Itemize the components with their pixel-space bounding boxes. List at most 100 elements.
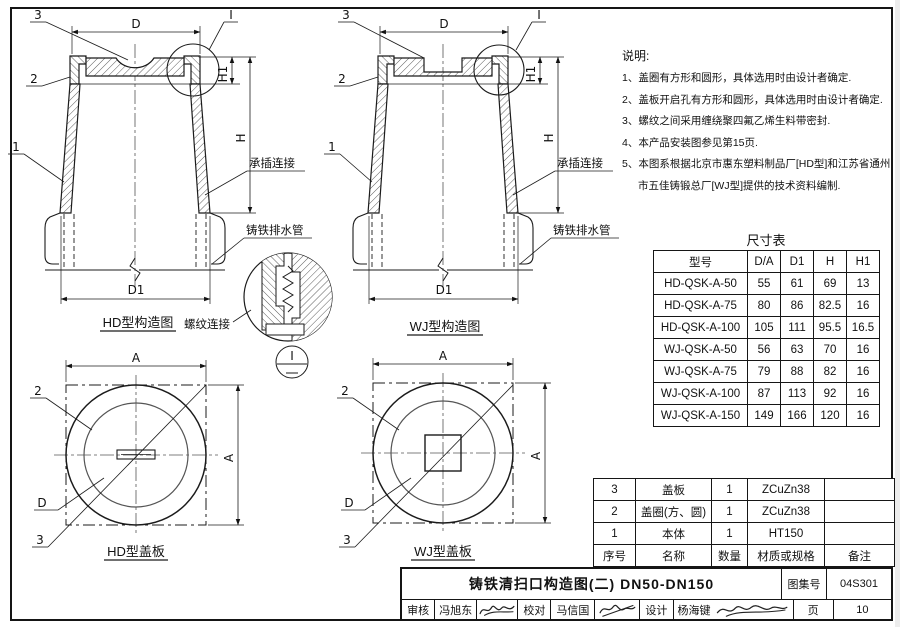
wj-part-label-2: 2 (338, 72, 346, 86)
hd-cover-plan: A A 2 D 3 HD型盖板 (30, 351, 244, 561)
table-cell: 盖板 (635, 478, 712, 501)
table-cell: 1 (711, 500, 748, 523)
wj-dim-label-h1: H1 (524, 66, 538, 83)
table-cell: 55 (747, 272, 781, 295)
table-cell: 2 (593, 500, 636, 523)
wj-section-drawing: D H1 H D1 3 2 1 I 承插连接 铸铁排水管 WJ型构造图 (324, 8, 619, 336)
table-cell: 87 (747, 382, 781, 405)
signature-scribble (599, 604, 636, 617)
page-label: 页 (792, 600, 833, 619)
table-cell: 120 (813, 404, 847, 427)
table-cell: 1 (711, 522, 748, 545)
wj-plan-dim-d: D (344, 496, 353, 510)
designer-name: 杨海键 (677, 604, 711, 617)
table-cell: 69 (813, 272, 847, 295)
hd-socket-label: 承插连接 (249, 156, 295, 170)
signature-scribble (479, 605, 515, 616)
thread-detail-drawing: 螺纹连接 I (184, 252, 333, 379)
table-cell: 16 (846, 294, 880, 317)
table-header-cell: H1 (846, 250, 880, 273)
table-cell: HT150 (747, 522, 825, 545)
note-item: 5、本图系根据北京市惠东塑料制品厂[HD型]和江苏省通州市五佳铸锻总厂[WJ型]… (622, 158, 891, 192)
table-cell: 1 (711, 478, 748, 501)
scan-edge (895, 0, 900, 627)
parts-table-header: 序号名称数量材质或规格备注 (593, 544, 895, 567)
table-cell: WJ-QSK-A-75 (653, 360, 748, 383)
design-label: 设计 (639, 600, 672, 619)
table-cell: 16 (846, 338, 880, 361)
wj-socket-label: 承插连接 (557, 156, 603, 170)
table-cell: 本体 (635, 522, 712, 545)
hd-part-label-2: 2 (30, 72, 38, 86)
table-cell: WJ-QSK-A-150 (653, 404, 748, 427)
table-cell: 166 (780, 404, 814, 427)
table-cell: 86 (780, 294, 814, 317)
hd-dim-label-h: H (234, 133, 248, 142)
table-cell: HD-QSK-A-50 (653, 272, 748, 295)
atlas-no-label: 图集号 (781, 569, 826, 599)
table-header-cell: 型号 (653, 250, 748, 273)
hd-plan-dim-d: D (37, 496, 46, 510)
wj-dim-label-h: H (542, 133, 556, 142)
wj-detail-mark-label: I (537, 8, 541, 22)
table-header-cell: H (813, 250, 847, 273)
designer-cell: 杨海键 (672, 600, 793, 619)
hd-plan-dim-a-top: A (132, 351, 141, 365)
note-item: 1、盖圈有方形和圆形，具体选用时由设计者确定. (622, 72, 852, 84)
hd-plan-part-3: 3 (36, 533, 44, 547)
hd-detail-mark-label: I (229, 8, 233, 22)
hd-section-drawing: D H1 H D1 3 2 1 I 承插连接 铸铁排水管 HD型构造图 (8, 8, 312, 332)
table-header-cell: 备注 (824, 544, 895, 567)
dimension-table-title: 尺寸表 (746, 233, 786, 248)
hd-dim-label-d1: D1 (128, 283, 145, 297)
note-item: 2、盖板开启孔有方形和圆形，具体选用时由设计者确定. (622, 93, 883, 106)
table-cell (824, 522, 895, 545)
notes-section: 说明: 1、盖圈有方形和圆形，具体选用时由设计者确定. 2、盖板开启孔有方形和圆形… (622, 46, 893, 197)
table-cell (824, 478, 895, 501)
wj-pipe-label: 铸铁排水管 (553, 223, 611, 237)
table-cell: 16 (846, 360, 880, 383)
hd-part-label-3: 3 (34, 8, 42, 22)
table-header-cell: 材质或规格 (747, 544, 825, 567)
table-cell: 82.5 (813, 294, 847, 317)
table-header-cell: 名称 (635, 544, 712, 567)
table-cell: 3 (593, 478, 636, 501)
table-cell: 13 (846, 272, 880, 295)
detail-mark-id: I (290, 349, 294, 363)
hd-plan-part-2: 2 (34, 384, 42, 398)
table-cell: 70 (813, 338, 847, 361)
sheet-title: 铸铁清扫口构造图(二) DN50-DN150 (468, 576, 715, 592)
proof-label: 校对 (517, 600, 550, 619)
wj-dim-label-d1: D1 (436, 283, 453, 297)
reviewer-name: 冯旭东 (434, 600, 476, 619)
hd-pipe-label: 铸铁排水管 (246, 223, 304, 237)
note-item: 3、螺纹之间采用缠绕聚四氟乙烯生料带密封. (622, 115, 831, 127)
table-cell: 82 (813, 360, 847, 383)
wj-part-label-3: 3 (342, 8, 350, 22)
hd-plan-dim-a-right: A (222, 453, 236, 462)
hd-cover-caption: HD型盖板 (107, 544, 165, 559)
hd-dim-label-d: D (131, 17, 140, 31)
table-cell: 79 (747, 360, 781, 383)
wj-plan-part-2: 2 (341, 384, 349, 398)
note-item: 4、本产品安装图参见第15页. (622, 136, 758, 149)
table-cell: 1 (593, 522, 636, 545)
wj-dim-label-d: D (439, 17, 448, 31)
notes-heading: 说明: (622, 49, 650, 63)
proofreader-signature (594, 600, 639, 619)
review-label: 审核 (407, 604, 430, 617)
hd-dim-label-h1: H1 (216, 66, 230, 83)
page-number: 10 (832, 600, 891, 619)
